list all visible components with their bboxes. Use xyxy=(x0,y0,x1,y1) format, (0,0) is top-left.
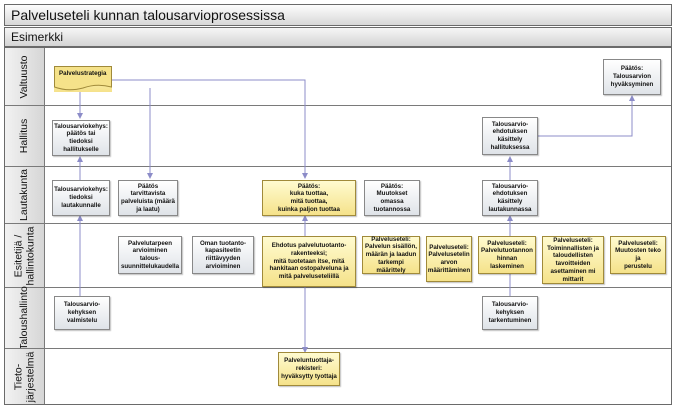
lane-hallitus: Hallitus xyxy=(5,105,671,166)
lane-label: Esitetijä / hallintokunta xyxy=(12,226,36,285)
talousarviokehys-lautakunta-label: Talousarviokehys: tiedoksi lautakunnalle xyxy=(54,186,108,209)
palvelutarpeen-arviointi-label: Palvelutarpeen arvioiminen talous- suunn… xyxy=(120,239,180,270)
lane-header: Esitetijä / hallintokunta xyxy=(5,224,45,287)
paatos-muutokset-box: Päätös: Muutokset omassa tuotannossa xyxy=(364,180,420,216)
talousarviokehys-hallitus-box: Talousarviokehys: päätös tai tiedoksi ha… xyxy=(52,120,110,156)
lane-lautakunta: Lautakunta xyxy=(5,166,671,223)
palvelustrategia-label: Palvelustrategia xyxy=(59,70,107,77)
ps-sisalto-label: Palveluseteli: Palvelun sisällön, määrän… xyxy=(365,235,417,274)
paatos-muutokset-label: Päätös: Muutokset omassa tuotannossa xyxy=(373,182,411,213)
ehdotus-rakenne-box: Ehdotus palvelutuotanto- rakenteeksi; mi… xyxy=(262,236,356,287)
talousarviokehys-lautakunta-box: Talousarviokehys: tiedoksi lautakunnalle xyxy=(52,180,110,216)
ps-arvo-box: Palveluseteli: Palvelusetelin arvon määr… xyxy=(426,236,472,282)
palvelutarpeen-arviointi-box: Palvelutarpeen arvioiminen talous- suunn… xyxy=(118,236,182,274)
document-shape-icon xyxy=(54,66,112,91)
lane-label: Taloushallinto xyxy=(18,286,31,350)
paatos-kuka-box: Päätös: kuka tuottaa, mitä tuottaa, kuin… xyxy=(262,180,356,216)
ps-tavoitteet-box: Palveluseteli: Toiminnallisten ja taloud… xyxy=(542,236,604,284)
ps-muutosten-label: Palveluseteli: Muutosten teko ja peruste… xyxy=(615,239,661,270)
ps-hinta-label: Palveluseteli: Palvelutuotannon hinnan l… xyxy=(481,239,533,270)
oman-tuotanto-label: Oman tuotanto- kapasiteetin riittävyyden… xyxy=(199,239,247,270)
ehdotus-lautakunta-box: Talousarvio- ehdotuksen käsittely lautak… xyxy=(482,180,538,216)
ps-sisalto-box: Palveluseteli: Palvelun sisällön, määrän… xyxy=(362,236,420,274)
paatos-palvelut-box: Päätös tarvittavista palveluista (määrä … xyxy=(118,180,178,216)
rekisteri-box: Palveluntuottaja- rekisteri: hyväksytty … xyxy=(278,352,340,386)
ehdotus-hallitus-box: Talousarvio- ehdotuksen käsittely hallit… xyxy=(482,117,538,155)
kehys-valmistelu-label: Talousarvio- kehyksen valmistelu xyxy=(63,301,101,324)
lane-header: Tieto- järjestelmä xyxy=(5,349,45,404)
kehys-valmistelu-box: Talousarvio- kehyksen valmistelu xyxy=(54,296,110,330)
lane-label: Tieto- järjestelmä xyxy=(12,351,36,402)
kehys-tarkentuminen-label: Talousarvio- kehyksen tarkentuminen xyxy=(488,301,532,324)
diagram-title-bar: Palveluseteli kunnan talousarvioprosessi… xyxy=(4,4,672,26)
paatos-talousarvio-label: Päätös: Talousarvion hyväksyminen xyxy=(610,65,654,88)
swimlane-container: Valtuusto Hallitus Lautakunta Esitetijä … xyxy=(4,47,672,405)
ps-muutosten-box: Palveluseteli: Muutosten teko ja peruste… xyxy=(610,236,666,274)
lane-valtuusto: Valtuusto xyxy=(5,48,671,105)
ehdotus-rakenne-label: Ehdotus palvelutuotanto- rakenteeksi; mi… xyxy=(269,242,349,281)
lane-header: Taloushallinto xyxy=(5,286,45,350)
lane-tietojarjestelma: Tieto- järjestelmä xyxy=(5,348,671,404)
talousarviokehys-hallitus-label: Talousarviokehys: päätös tai tiedoksi ha… xyxy=(54,122,108,153)
palvelustrategia-document: Palvelustrategia xyxy=(54,66,112,92)
diagram-title: Palveluseteli kunnan talousarvioprosessi… xyxy=(11,7,285,23)
lane-label: Hallitus xyxy=(18,118,31,154)
oman-tuotanto-box: Oman tuotanto- kapasiteetin riittävyyden… xyxy=(192,236,254,274)
ehdotus-hallitus-label: Talousarvio- ehdotuksen käsittely hallit… xyxy=(490,120,530,151)
diagram-subtitle: Esimerkki xyxy=(11,30,64,44)
ps-tavoitteet-label: Palveluseteli: Toiminnallisten ja taloud… xyxy=(547,236,599,283)
lane-header: Lautakunta xyxy=(5,167,45,223)
lane-taloushallinto: Taloushallinto xyxy=(5,286,671,350)
kehys-tarkentuminen-box: Talousarvio- kehyksen tarkentuminen xyxy=(482,296,538,330)
lane-header: Valtuusto xyxy=(5,48,45,105)
paatos-palvelut-label: Päätös tarvittavista palveluista (määrä … xyxy=(121,182,175,213)
lane-header: Hallitus xyxy=(5,106,45,166)
paatos-talousarvio-box: Päätös: Talousarvion hyväksyminen xyxy=(603,59,661,95)
lane-esitetija: Esitetijä / hallintokunta xyxy=(5,223,671,287)
rekisteri-label: Palveluntuottaja- rekisteri: hyväksytty … xyxy=(281,357,337,380)
lane-label: Valtuusto xyxy=(18,55,31,98)
paatos-kuka-label: Päätös: kuka tuottaa, mitä tuottaa, kuin… xyxy=(278,182,340,213)
diagram-subtitle-bar: Esimerkki xyxy=(4,27,672,47)
ehdotus-lautakunta-label: Talousarvio- ehdotuksen käsittely lautak… xyxy=(488,182,532,213)
ps-hinta-box: Palveluseteli: Palvelutuotannon hinnan l… xyxy=(478,236,536,274)
lane-label: Lautakunta xyxy=(18,169,31,221)
ps-arvo-label: Palveluseteli: Palvelusetelin arvon määr… xyxy=(427,243,471,274)
